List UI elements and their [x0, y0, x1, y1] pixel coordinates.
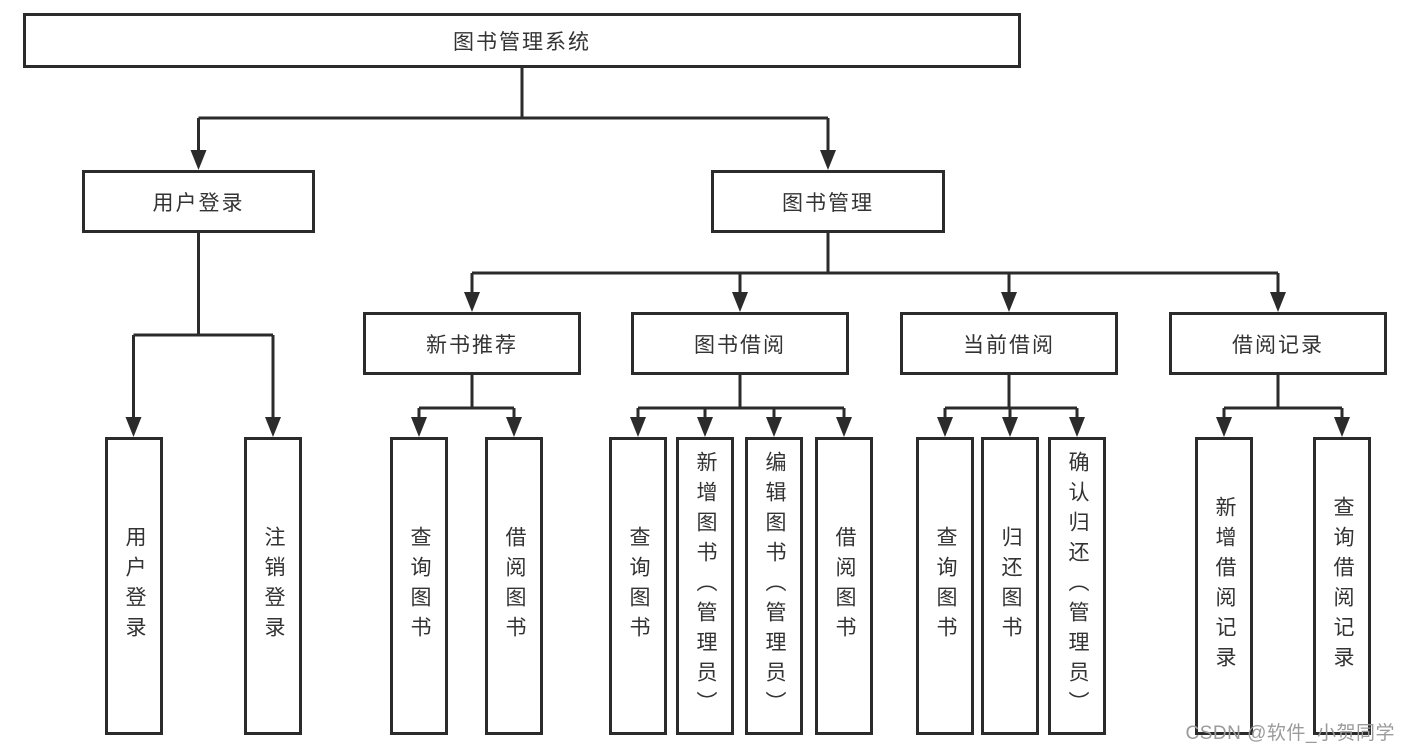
arrow-down-icon [464, 292, 480, 312]
arrow-down-icon [766, 417, 782, 437]
arrow-down-icon [630, 417, 646, 437]
arrow-down-icon [1002, 417, 1018, 437]
node-leaf-search-borrow-record: 查询借阅记录 [1313, 437, 1371, 735]
node-leaf-confirm-return-admin: 确认归还（管理员） [1048, 437, 1106, 735]
connector-book-borrow-to-leaves [630, 375, 852, 437]
arrow-down-icon [1216, 417, 1232, 437]
node-current-borrow: 当前借阅 [900, 312, 1118, 375]
arrow-down-icon [697, 417, 713, 437]
arrow-down-icon [937, 417, 953, 437]
node-new-book-recommend: 新书推荐 [363, 312, 581, 375]
arrow-down-icon [1270, 292, 1286, 312]
node-leaf-add-borrow-record: 新增借阅记录 [1195, 437, 1253, 735]
node-borrow-record: 借阅记录 [1169, 312, 1387, 375]
node-leaf-user-login: 用户登录 [105, 437, 163, 735]
node-book-management: 图书管理 [711, 170, 945, 233]
watermark: CSDN @软件_小贺同学 [1185, 723, 1395, 744]
arrow-down-icon [1001, 292, 1017, 312]
node-leaf-borrow-books-recommend: 借阅图书 [485, 437, 543, 735]
connector-new-book-recommend-to-leaves [411, 375, 522, 437]
node-leaf-logout: 注销登录 [244, 437, 302, 735]
node-user-login: 用户登录 [82, 170, 315, 233]
node-leaf-search-books-borrow: 查询图书 [609, 437, 667, 735]
arrow-down-icon [125, 417, 142, 437]
arrow-down-icon [836, 417, 852, 437]
connector-user-login-to-leaves [125, 233, 281, 437]
arrow-down-icon [1069, 417, 1085, 437]
arrow-down-icon [265, 417, 281, 437]
connector-current-borrow-to-leaves [937, 375, 1085, 437]
node-leaf-search-books-recommend: 查询图书 [390, 437, 448, 735]
arrow-down-icon [190, 150, 207, 170]
node-leaf-return-books: 归还图书 [981, 437, 1039, 735]
arrow-down-icon [411, 417, 427, 437]
node-root-library-management-system: 图书管理系统 [23, 13, 1021, 68]
arrow-down-icon [1334, 417, 1350, 437]
node-leaf-edit-books-admin: 编辑图书（管理员） [745, 437, 803, 735]
node-leaf-add-books-admin: 新增图书（管理员） [676, 437, 734, 735]
arrow-down-icon [506, 417, 522, 437]
connector-borrow-record-to-leaves [1216, 375, 1350, 437]
arrow-down-icon [732, 292, 748, 312]
node-leaf-search-books-current: 查询图书 [916, 437, 974, 735]
node-book-borrow: 图书借阅 [631, 312, 849, 375]
connector-root-to-level2 [190, 68, 836, 170]
node-leaf-borrow-books: 借阅图书 [815, 437, 873, 735]
connector-book-management-to-level3 [464, 233, 1286, 312]
arrow-down-icon [820, 150, 836, 170]
